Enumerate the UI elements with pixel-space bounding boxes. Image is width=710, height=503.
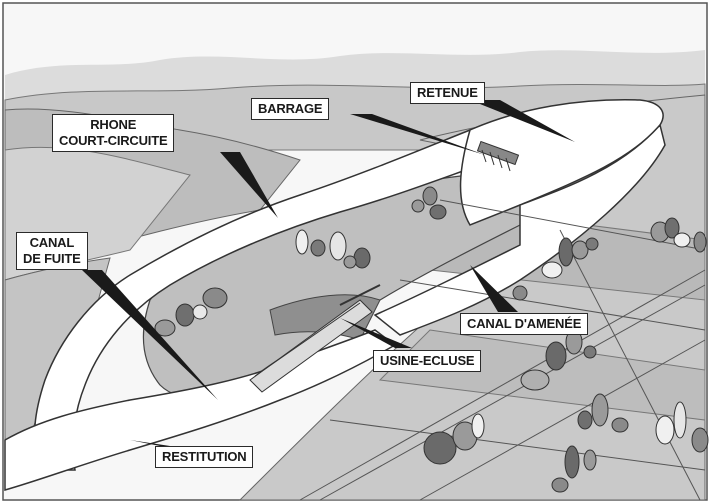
label-restitution-text: RESTITUTION: [162, 449, 246, 465]
label-usine-ecluse-text: USINE-ECLUSE: [380, 353, 474, 369]
label-barrage: BARRAGE: [251, 98, 329, 120]
label-restitution: RESTITUTION: [155, 446, 253, 468]
label-retenue-text: RETENUE: [417, 85, 478, 101]
label-usine-ecluse: USINE-ECLUSE: [373, 350, 481, 372]
label-rhone-line2: COURT-CIRCUITE: [59, 133, 167, 149]
label-canal-fuite-line2: DE FUITE: [23, 251, 81, 267]
label-retenue: RETENUE: [410, 82, 485, 104]
label-barrage-text: BARRAGE: [258, 101, 322, 117]
label-canal-de-fuite: CANAL DE FUITE: [16, 232, 88, 270]
label-rhone-line1: RHONE: [59, 117, 167, 133]
label-rhone-court-circuite: RHONE COURT-CIRCUITE: [52, 114, 174, 152]
label-canal-fuite-line1: CANAL: [23, 235, 81, 251]
label-canal-amenee: CANAL D'AMENÉE: [460, 313, 588, 335]
label-canal-amenee-text: CANAL D'AMENÉE: [467, 316, 581, 332]
